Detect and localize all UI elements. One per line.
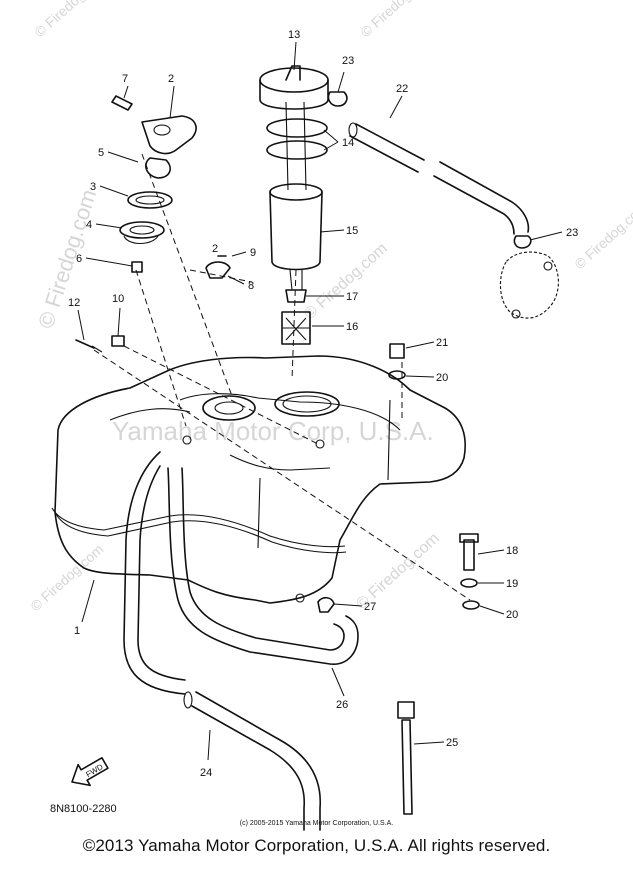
- callout-6: 6: [76, 253, 82, 265]
- callout-5: 5: [98, 147, 104, 159]
- gauge-25: [397, 701, 415, 815]
- callout-25: 25: [446, 737, 458, 749]
- callout-16: 16: [346, 321, 358, 333]
- callout-3: 3: [90, 181, 96, 193]
- callout-22: 22: [396, 83, 408, 95]
- assembly-lines: [93, 153, 471, 601]
- fuel-tank: [51, 355, 466, 604]
- callout-10: 10: [112, 293, 124, 305]
- small-hardware: [75, 255, 231, 353]
- callout-18: 18: [506, 545, 518, 557]
- callout-21: 21: [436, 337, 448, 349]
- callout-23-top: 23: [342, 55, 354, 67]
- bracket-2: [111, 95, 197, 155]
- callout-1: 1: [74, 625, 80, 637]
- hose-26: [167, 467, 359, 665]
- callout-8: 8: [248, 280, 254, 292]
- gaskets-3-4-5: [119, 157, 173, 245]
- copyright-notice: ©2013 Yamaha Motor Corporation, U.S.A. A…: [82, 836, 551, 855]
- bolt-18-20-21: [388, 343, 480, 610]
- callout-23-right: 23: [566, 227, 578, 239]
- callout-24: 24: [200, 767, 212, 779]
- watermark-site: © Firedog.com: [357, 0, 436, 40]
- callout-4: 4: [86, 219, 92, 231]
- callout-15: 15: [346, 225, 358, 237]
- callout-14: 14: [342, 137, 354, 149]
- hose-24: [123, 451, 322, 831]
- callout-2: 2: [168, 73, 174, 85]
- callout-13: 13: [288, 29, 300, 41]
- clamp-23: [327, 91, 559, 319]
- callout-7: 7: [122, 73, 128, 85]
- watermark-site: © Firedog.com: [31, 0, 110, 40]
- callout-26: 26: [336, 699, 348, 711]
- fuel-pump-15: [269, 183, 323, 291]
- callout-19: 19: [506, 578, 518, 590]
- clip-27: [317, 596, 335, 613]
- rings-14: [266, 101, 328, 191]
- callout-9: 9: [250, 247, 256, 259]
- watermark-site: © Firedog.com: [571, 199, 633, 272]
- fine-print: (c) 2005-2015 Yamaha Motor Corporation, …: [239, 820, 394, 827]
- callout-17: 17: [346, 291, 358, 303]
- callout-20-lower: 20: [506, 609, 518, 621]
- hose-22: [348, 122, 530, 235]
- callout-27: 27: [364, 601, 376, 613]
- front-arrow-icon: FWD: [71, 757, 109, 787]
- callout-12: 12: [68, 297, 80, 309]
- watermark-brand: Yamaha Motor Corp, U.S.A.: [112, 416, 434, 446]
- diagram-code: 8N8100-2280: [50, 803, 117, 815]
- callout-20-upper: 20: [436, 372, 448, 384]
- callout-labels: 1 2 3 4 5 6 7 8 9 10 12 13 14 15 16 17 1…: [68, 29, 578, 779]
- watermark-site: © Firedog.com: [301, 240, 391, 323]
- fuel-pump-cap-13: [259, 65, 329, 110]
- leader-lines: [77, 41, 563, 761]
- callout-2-small: 2: [212, 243, 218, 255]
- filter-16-17: [281, 289, 311, 345]
